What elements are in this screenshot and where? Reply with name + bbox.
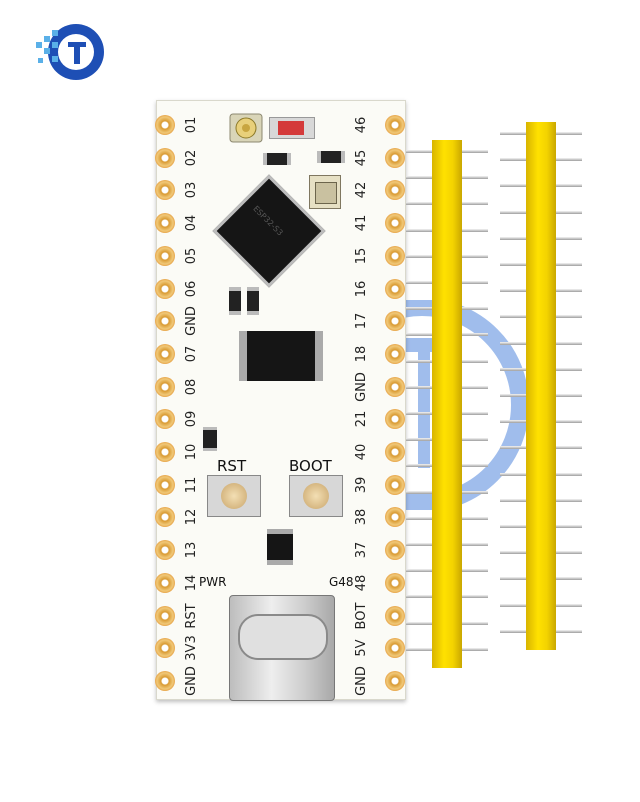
right-pin-label: 46 [354,116,369,134]
right-pin-label: 45 [354,149,369,166]
left-pin-label: 12 [184,509,199,526]
right-pad [385,213,405,234]
right-pin-label: 40 [354,443,369,461]
right-pad [385,409,405,430]
right-pin-label: 37 [354,541,369,559]
right-pin-label: 41 [354,214,369,232]
right-pad [385,115,405,135]
right-pin-label: BOT [354,602,369,629]
right-pad [385,343,405,364]
right-pin-label: GND [354,665,369,696]
right-pad [385,572,405,593]
left-pin-label: 02 [184,149,199,166]
flash-chip [239,331,323,381]
left-pin-label: GND [184,306,199,337]
left-pin-label: 03 [184,182,199,199]
right-pad [385,507,405,528]
reset-button[interactable] [207,475,261,517]
right-pin-label: 21 [354,411,369,428]
left-pin-label: 10 [184,443,199,461]
left-pad [155,311,175,332]
crystal-oscillator [309,175,341,209]
left-pad [155,343,175,364]
left-pad [155,572,175,593]
left-pad [155,278,175,299]
right-pin-label: 42 [354,182,369,199]
right-pin-label: 39 [354,476,369,493]
voltage-regulator [267,529,293,565]
right-pad [385,180,405,201]
right-pad [385,605,405,626]
left-pad [155,507,175,528]
pin-header-right [402,122,608,652]
left-pad [155,409,175,430]
right-pin-label: 17 [354,312,369,330]
left-pin-label: 04 [184,214,199,232]
right-pad [385,442,405,462]
capacitor [317,151,345,163]
antenna-connector [229,113,263,143]
left-pad [155,376,175,397]
right-pad [385,670,405,691]
left-pad [155,638,175,659]
right-pin-label: 18 [354,345,369,363]
left-pad [155,180,175,201]
right-pin-label: 16 [354,280,369,297]
rst-label: RST [217,457,247,475]
left-pad [155,245,175,266]
brand-logo [36,24,104,80]
left-pad [155,670,175,691]
capacitor [247,287,259,315]
left-pin-label: 3V3 [184,635,199,661]
right-pad [385,311,405,332]
header-plastic [432,140,462,668]
right-pin-label: 15 [354,247,369,265]
right-pad [385,474,405,495]
red-component [269,117,315,139]
right-pin-label: GND [354,371,369,402]
right-pin-label: 48 [354,574,369,592]
capacitor [263,153,291,165]
left-pin-label: 09 [184,411,199,428]
chip-label: ESP32-S3 [251,204,285,238]
right-pin-label: 38 [354,509,369,526]
right-pad [385,376,405,397]
right-pad [385,245,405,266]
pwr-label: PWR [199,575,227,589]
right-pad [385,638,405,659]
left-pad [155,213,175,234]
pin-header-left [402,140,608,668]
resistor [203,427,217,451]
right-pad [385,540,405,561]
header-plastic [526,122,556,650]
boot-button[interactable] [289,475,343,517]
left-pin-label: 07 [184,345,199,363]
left-pin-label: 01 [184,116,199,134]
left-pad [155,474,175,495]
left-pad [155,605,175,626]
right-pad [385,147,405,168]
left-pin-label: 11 [184,476,199,493]
left-pad [155,147,175,168]
right-pad [385,278,405,299]
left-pin-label: RST [184,602,199,629]
left-pad [155,442,175,462]
capacitor [229,287,241,315]
g48-label: G48 [329,575,354,589]
usb-c-port[interactable] [229,595,335,701]
right-pin-label: 5V [354,639,369,657]
left-pin-label: 05 [184,247,199,265]
left-pin-label: 14 [184,574,199,592]
left-pin-label: GND [184,665,199,696]
left-pin-label: 08 [184,378,199,395]
left-pin-label: 06 [184,280,199,297]
left-pin-label: 13 [184,541,199,559]
left-pad [155,115,175,135]
left-pad [155,540,175,561]
boot-label: BOOT [289,457,332,475]
